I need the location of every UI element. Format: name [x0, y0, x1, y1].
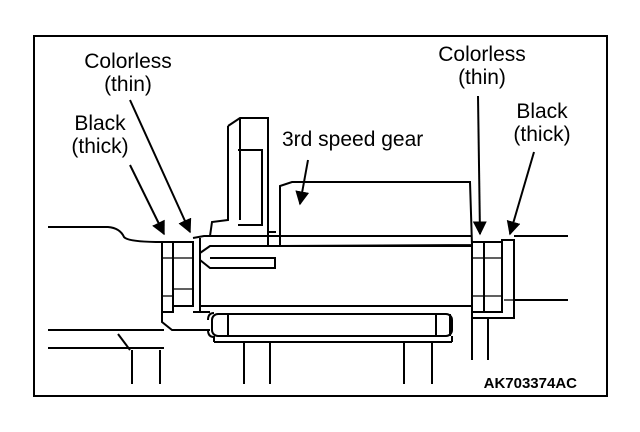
left-colorless-thin-washer [172, 241, 194, 307]
left-black-thick-washer [161, 241, 174, 313]
gear-hub [192, 235, 472, 312]
right-black-thick-washer [483, 241, 503, 313]
right-colorless-sub: (thin) [458, 66, 506, 89]
left-black-label: Black [74, 112, 126, 135]
right-colorless-thin-washer [471, 241, 485, 313]
left-black-sub: (thick) [71, 135, 128, 158]
figure-code: AK703374AC [484, 375, 578, 392]
right-colorless-label: Colorless [438, 43, 526, 66]
right-collar [471, 239, 515, 319]
gear-label: 3rd speed gear [282, 128, 423, 151]
left-black-arrow [129, 164, 165, 236]
left-colorless-sub: (thin) [104, 73, 152, 96]
needle-bearing [207, 312, 453, 343]
left-colorless-arrow [129, 99, 192, 234]
right-housing [504, 235, 568, 301]
right-black-sub: (thick) [513, 123, 570, 146]
right-black-label: Black [516, 100, 568, 123]
left-step-ring [161, 311, 210, 331]
left-housing [48, 226, 164, 384]
lower-shafts [243, 318, 489, 384]
gear-arrow [295, 159, 310, 206]
right-black-arrow [506, 151, 535, 236]
figure-frame [33, 35, 608, 397]
third-speed-gear-body [209, 117, 474, 247]
leader-arrows [129, 95, 535, 236]
right-colorless-arrow [472, 95, 487, 236]
left-colorless-label: Colorless [84, 50, 172, 73]
